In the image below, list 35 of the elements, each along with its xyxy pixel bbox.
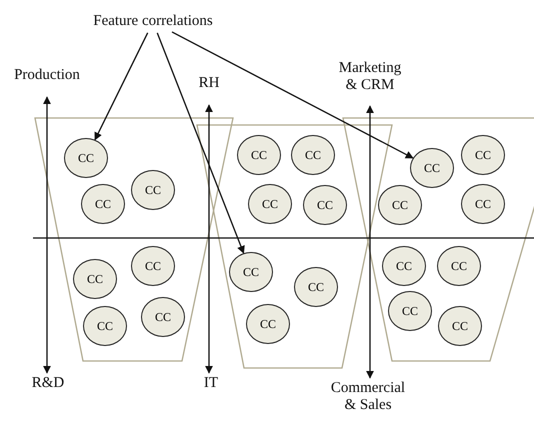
- correlation-ellipse: CC: [83, 306, 127, 346]
- leader-arrow: [156, 32, 245, 254]
- correlation-ellipse: CC: [291, 135, 335, 175]
- correlation-ellipse: CC: [461, 135, 505, 175]
- axis-label: IT: [201, 375, 221, 393]
- axis-label: Production: [7, 67, 87, 85]
- correlation-ellipse: CC: [131, 246, 175, 286]
- correlation-ellipse: CC: [237, 135, 281, 175]
- axis-label: Commercial & Sales: [326, 380, 410, 414]
- correlation-ellipse: CC: [438, 306, 482, 346]
- correlation-ellipse: CC: [303, 185, 347, 225]
- correlation-ellipse: CC: [410, 148, 454, 188]
- callout-label: Feature correlations: [88, 13, 218, 31]
- correlation-ellipse: CC: [382, 246, 426, 286]
- correlation-ellipse: CC: [461, 184, 505, 224]
- double-arrow: [43, 96, 51, 374]
- correlation-ellipse: CC: [73, 259, 117, 299]
- leader-arrow: [94, 32, 148, 140]
- axis-label: RH: [196, 75, 222, 93]
- correlation-ellipse: CC: [248, 184, 292, 224]
- axis-label: Marketing & CRM: [334, 60, 406, 94]
- correlation-ellipse: CC: [378, 185, 422, 225]
- correlation-ellipse: CC: [294, 267, 338, 307]
- correlation-ellipse: CC: [81, 184, 125, 224]
- double-arrow: [205, 104, 213, 374]
- correlation-ellipse: CC: [64, 138, 108, 178]
- double-arrow: [366, 105, 374, 379]
- correlation-ellipse: CC: [131, 170, 175, 210]
- correlation-ellipse: CC: [437, 246, 481, 286]
- correlation-ellipse: CC: [141, 297, 185, 337]
- correlation-ellipse: CC: [246, 304, 290, 344]
- axis-label: R&D: [28, 375, 68, 393]
- correlation-ellipse: CC: [229, 252, 273, 292]
- correlation-ellipse: CC: [388, 291, 432, 331]
- leader-arrow: [172, 31, 414, 159]
